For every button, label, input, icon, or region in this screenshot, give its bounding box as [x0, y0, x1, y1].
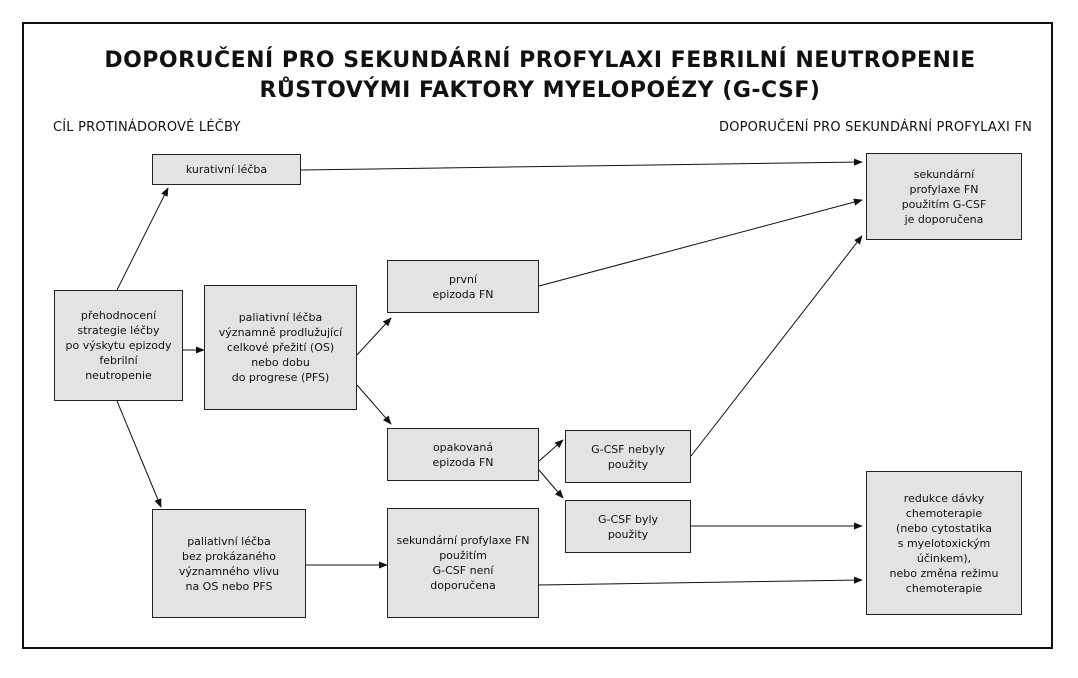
diagram-title-line-2: RŮSTOVÝMI FAKTORY MYELOPOÉZY (G-CSF): [259, 78, 821, 103]
node-gcsf-used: G-CSF byly použity: [565, 500, 691, 553]
node-palliative-os-pfs-label: paliativní léčba významně prodlužující c…: [218, 311, 343, 384]
node-prophylaxis-recommended-label: sekundární profylaxe FN použitím G-CSF j…: [901, 167, 987, 226]
node-dose-reduction: redukce dávky chemoterapie (nebo cytosta…: [866, 471, 1022, 615]
left-column-heading: CÍL PROTINÁDOROVÉ LÉČBY: [53, 120, 241, 135]
node-gcsf-used-label: G-CSF byly použity: [597, 512, 659, 541]
right-column-heading: DOPORUČENÍ PRO SEKUNDÁRNÍ PROFYLAXI FN: [719, 120, 1032, 135]
node-repeated-episode-label: opakovaná epizoda FN: [432, 440, 494, 469]
node-reassessment-label: přehodnocení strategie léčby po výskytu …: [65, 309, 172, 382]
diagram-title-line-1: DOPORUČENÍ PRO SEKUNDÁRNÍ PROFYLAXI FEBR…: [104, 48, 976, 73]
node-first-episode-label: první epizoda FN: [432, 272, 494, 301]
node-gcsf-not-used: G-CSF nebyly použity: [565, 430, 691, 483]
node-reassessment: přehodnocení strategie léčby po výskytu …: [54, 290, 183, 401]
node-curative-treatment-label: kurativní léčba: [185, 163, 268, 176]
node-gcsf-not-used-label: G-CSF nebyly použity: [591, 442, 665, 471]
node-palliative-no-effect-label: paliativní léčba bez prokázaného významn…: [178, 534, 280, 593]
node-palliative-os-pfs: paliativní léčba významně prodlužující c…: [204, 285, 357, 410]
node-repeated-episode: opakovaná epizoda FN: [387, 428, 539, 481]
node-prophylaxis-recommended: sekundární profylaxe FN použitím G-CSF j…: [866, 153, 1022, 240]
node-curative-treatment: kurativní léčba: [152, 154, 301, 185]
node-prophylaxis-not-recommended-label: sekundární profylaxe FN použitím G-CSF n…: [396, 534, 530, 592]
node-first-episode: první epizoda FN: [387, 260, 539, 313]
node-palliative-no-effect: paliativní léčba bez prokázaného významn…: [152, 509, 306, 618]
node-dose-reduction-label: redukce dávky chemoterapie (nebo cytosta…: [889, 491, 999, 595]
node-prophylaxis-not-recommended: sekundární profylaxe FN použitím G-CSF n…: [387, 508, 539, 618]
